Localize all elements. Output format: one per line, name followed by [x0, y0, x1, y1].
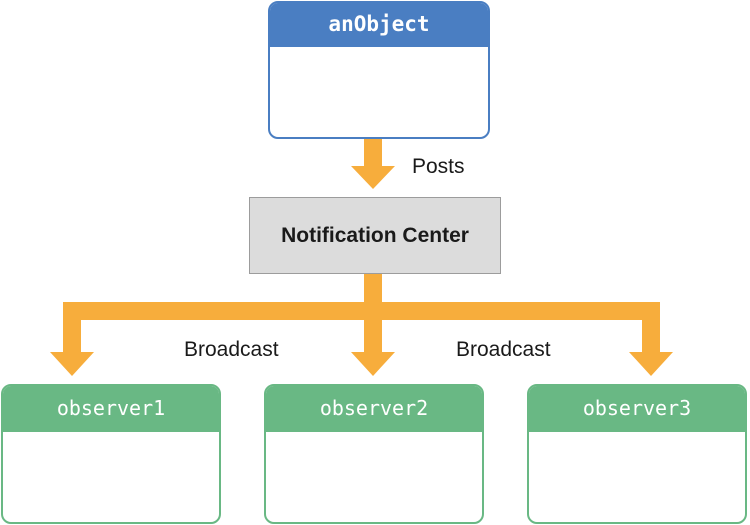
post-arrow-head: [351, 166, 395, 189]
observer-title-2: observer2: [266, 386, 482, 432]
broadcast-arrow-head-2: [351, 352, 395, 376]
observer-title-3: observer3: [529, 386, 745, 432]
broadcast-trunk: [364, 274, 382, 305]
broadcast-arrow-head-3: [629, 352, 673, 376]
observer-card-1: observer1: [1, 384, 221, 524]
posts-label: Posts: [412, 155, 465, 178]
broadcast-label-left: Broadcast: [184, 338, 279, 361]
broadcast-branch-1: [63, 302, 81, 354]
observer-title-1: observer1: [3, 386, 219, 432]
broadcast-branch-2: [364, 302, 382, 354]
observer-card-2: observer2: [264, 384, 484, 524]
notification-center-box: Notification Center: [249, 197, 501, 274]
post-arrow-shaft: [364, 139, 382, 168]
broadcast-bar: [63, 302, 660, 320]
broadcast-label-right: Broadcast: [456, 338, 551, 361]
source-object-title: anObject: [270, 3, 488, 47]
source-object-card: anObject: [268, 1, 490, 139]
observer-card-3: observer3: [527, 384, 747, 524]
broadcast-branch-3: [642, 302, 660, 354]
notification-center-label: Notification Center: [281, 223, 469, 247]
broadcast-arrow-head-1: [50, 352, 94, 376]
